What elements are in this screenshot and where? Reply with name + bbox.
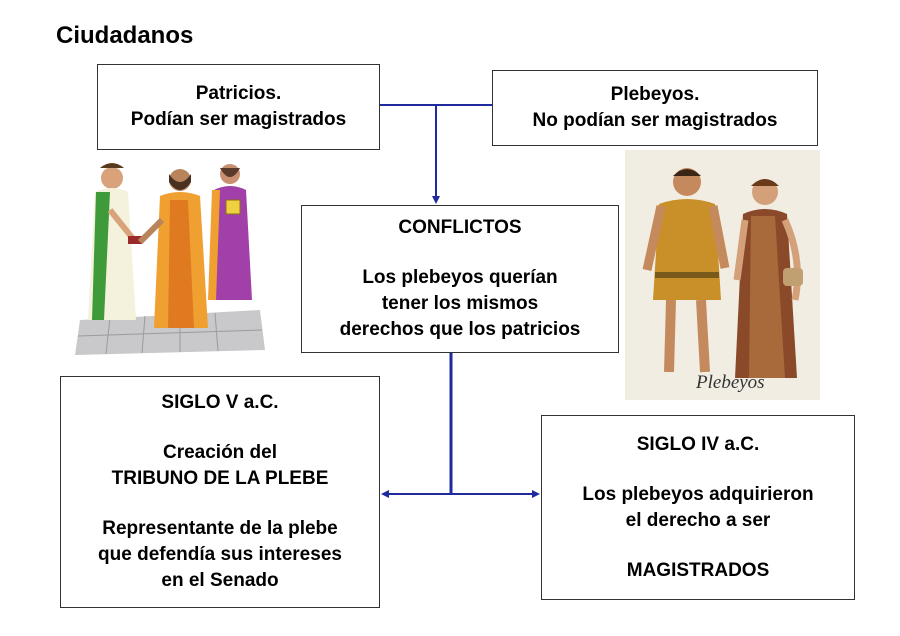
siglo-v-line: Creación del <box>162 442 278 463</box>
siglo-v-heading: SIGLO V a.C. <box>161 392 279 413</box>
conflictos-line: derechos que los patricios <box>339 319 581 340</box>
plebeyos-caption: Plebeyos <box>696 372 765 393</box>
siglo-v-desc: en el Senado <box>161 570 279 591</box>
plebeyos-desc: No podían ser magistrados <box>532 110 778 131</box>
plebeyos-label: Plebeyos. <box>610 84 700 105</box>
conflictos-line: tener los mismos <box>381 293 539 314</box>
siglo-v-box: SIGLO V a.C. Creación del TRIBUNO DE LA … <box>60 376 380 608</box>
plebeyos-illustration <box>625 150 820 400</box>
patricios-label: Patricios. <box>195 83 282 104</box>
conflictos-heading: CONFLICTOS <box>398 217 522 238</box>
patricios-box: Patricios. Podían ser magistrados <box>97 64 380 150</box>
siglo-v-line: TRIBUNO DE LA PLEBE <box>111 468 329 489</box>
patricios-desc: Podían ser magistrados <box>130 109 347 130</box>
siglo-iv-final: MAGISTRADOS <box>626 559 770 581</box>
conflictos-line: Los plebeyos querían <box>362 267 558 288</box>
siglo-iv-box: SIGLO IV a.C. Los plebeyos adquirieron e… <box>541 415 855 600</box>
siglo-iv-line: Los plebeyos adquirieron <box>582 483 814 505</box>
patricians-illustration <box>75 163 265 355</box>
siglo-v-desc: que defendía sus intereses <box>98 544 342 565</box>
plebeyos-box: Plebeyos. No podían ser magistrados <box>492 70 818 146</box>
siglo-iv-line: el derecho a ser <box>625 509 771 531</box>
page-title: Ciudadanos <box>56 22 194 49</box>
conflictos-box: CONFLICTOS Los plebeyos querían tener lo… <box>301 205 619 353</box>
siglo-v-desc: Representante de la plebe <box>102 518 338 539</box>
siglo-iv-heading: SIGLO IV a.C. <box>636 433 760 455</box>
